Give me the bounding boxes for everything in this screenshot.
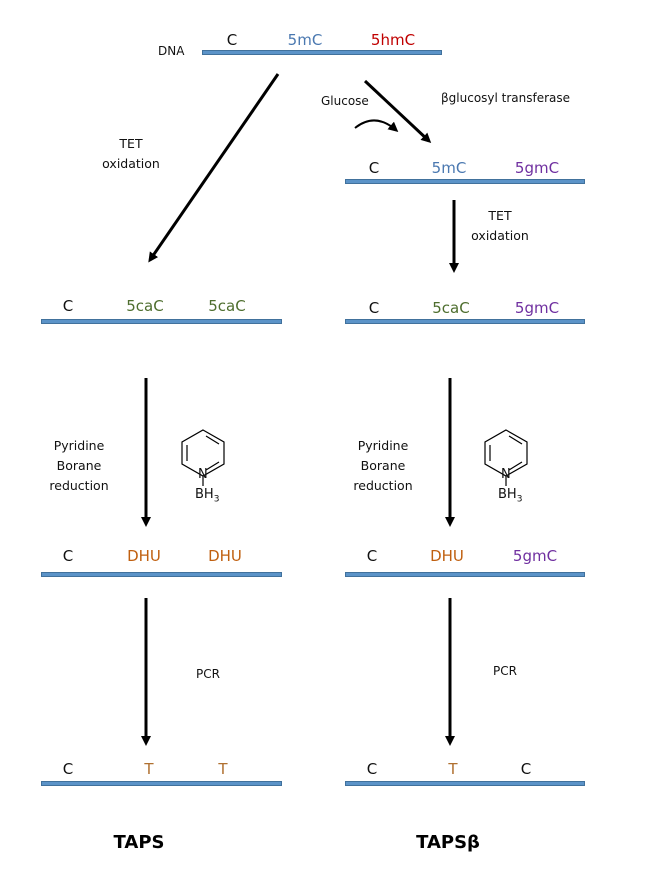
base-c: C <box>62 547 74 565</box>
glucose-curved-arrow <box>354 119 399 132</box>
glucose-label: Glucose <box>321 94 369 108</box>
base-t: T <box>448 760 458 778</box>
base-5cac: 5caC <box>432 299 470 317</box>
tet-label: TET <box>488 208 512 223</box>
base-dhu: DHU <box>127 547 161 565</box>
base-c: C <box>62 760 74 778</box>
base-dhu: DHU <box>430 547 464 565</box>
bh-text: BH <box>498 487 517 502</box>
base-c: C <box>366 547 378 565</box>
base-5mc: 5mC <box>431 159 467 177</box>
enzyme-label: βglucosyl transferase <box>441 91 571 105</box>
dna-strand-right-3 <box>345 572 585 577</box>
pyridine-borane-reduction-left-label: Pyridine Borane reduction <box>49 436 108 496</box>
base-dhu: DHU <box>208 547 242 565</box>
dna-strand-left-2 <box>41 319 282 324</box>
base-5gmc: 5gmC <box>514 159 560 177</box>
n-atom: N <box>501 467 511 482</box>
base-c: C <box>62 297 74 315</box>
base-t: T <box>218 760 228 778</box>
base-c: C <box>368 159 380 177</box>
pcr-left-label: PCR <box>196 667 220 681</box>
dna-strand-right-4 <box>345 781 585 786</box>
pcr-right-label: PCR <box>493 664 517 678</box>
reduction-label: reduction <box>353 478 413 493</box>
bh3-label: BH3 <box>195 487 219 505</box>
tet-label: TET <box>119 136 143 151</box>
base-c: C <box>226 31 238 49</box>
pyridine-borane-reduction-right-label: Pyridine Borane reduction <box>353 436 412 496</box>
pyridine-label: Pyridine <box>53 438 105 453</box>
dna-strand-left-3 <box>41 572 282 577</box>
borane-label: Borane <box>56 458 102 473</box>
base-5gmc: 5gmC <box>512 547 558 565</box>
base-5hmc: 5hmC <box>370 31 416 49</box>
arrow-glucosyl <box>363 79 432 144</box>
base-c: C <box>366 760 378 778</box>
pyridine-borane-left-icon <box>181 429 225 486</box>
dna-strand-right-2 <box>345 319 585 324</box>
dna-strand-right-1 <box>345 179 585 184</box>
taps-title: TAPS <box>113 832 165 853</box>
arrow-tet-left <box>148 73 280 263</box>
base-t: T <box>144 760 154 778</box>
dna-strand-top <box>202 50 442 55</box>
subscript-3: 3 <box>213 494 220 505</box>
pyridine-label: Pyridine <box>357 438 409 453</box>
dna-label: DNA <box>158 44 185 58</box>
bh3-label: BH3 <box>498 487 522 505</box>
base-5cac: 5caC <box>126 297 164 315</box>
tapsb-title: TAPSβ <box>416 832 480 853</box>
oxidation-label: oxidation <box>471 228 529 243</box>
tet-oxidation-right-label: TET oxidation <box>471 206 529 246</box>
reduction-label: reduction <box>49 478 109 493</box>
tet-oxidation-left-label: TET oxidation <box>102 134 160 174</box>
oxidation-label: oxidation <box>102 156 160 171</box>
n-atom: N <box>198 467 208 482</box>
base-5gmc: 5gmC <box>514 299 560 317</box>
base-c: C <box>368 299 380 317</box>
base-c: C <box>520 760 532 778</box>
subscript-3: 3 <box>516 494 523 505</box>
base-5cac: 5caC <box>208 297 246 315</box>
base-5mc: 5mC <box>287 31 323 49</box>
pyridine-borane-right-icon <box>484 429 528 486</box>
borane-label: Borane <box>360 458 406 473</box>
dna-strand-left-4 <box>41 781 282 786</box>
bh-text: BH <box>195 487 214 502</box>
